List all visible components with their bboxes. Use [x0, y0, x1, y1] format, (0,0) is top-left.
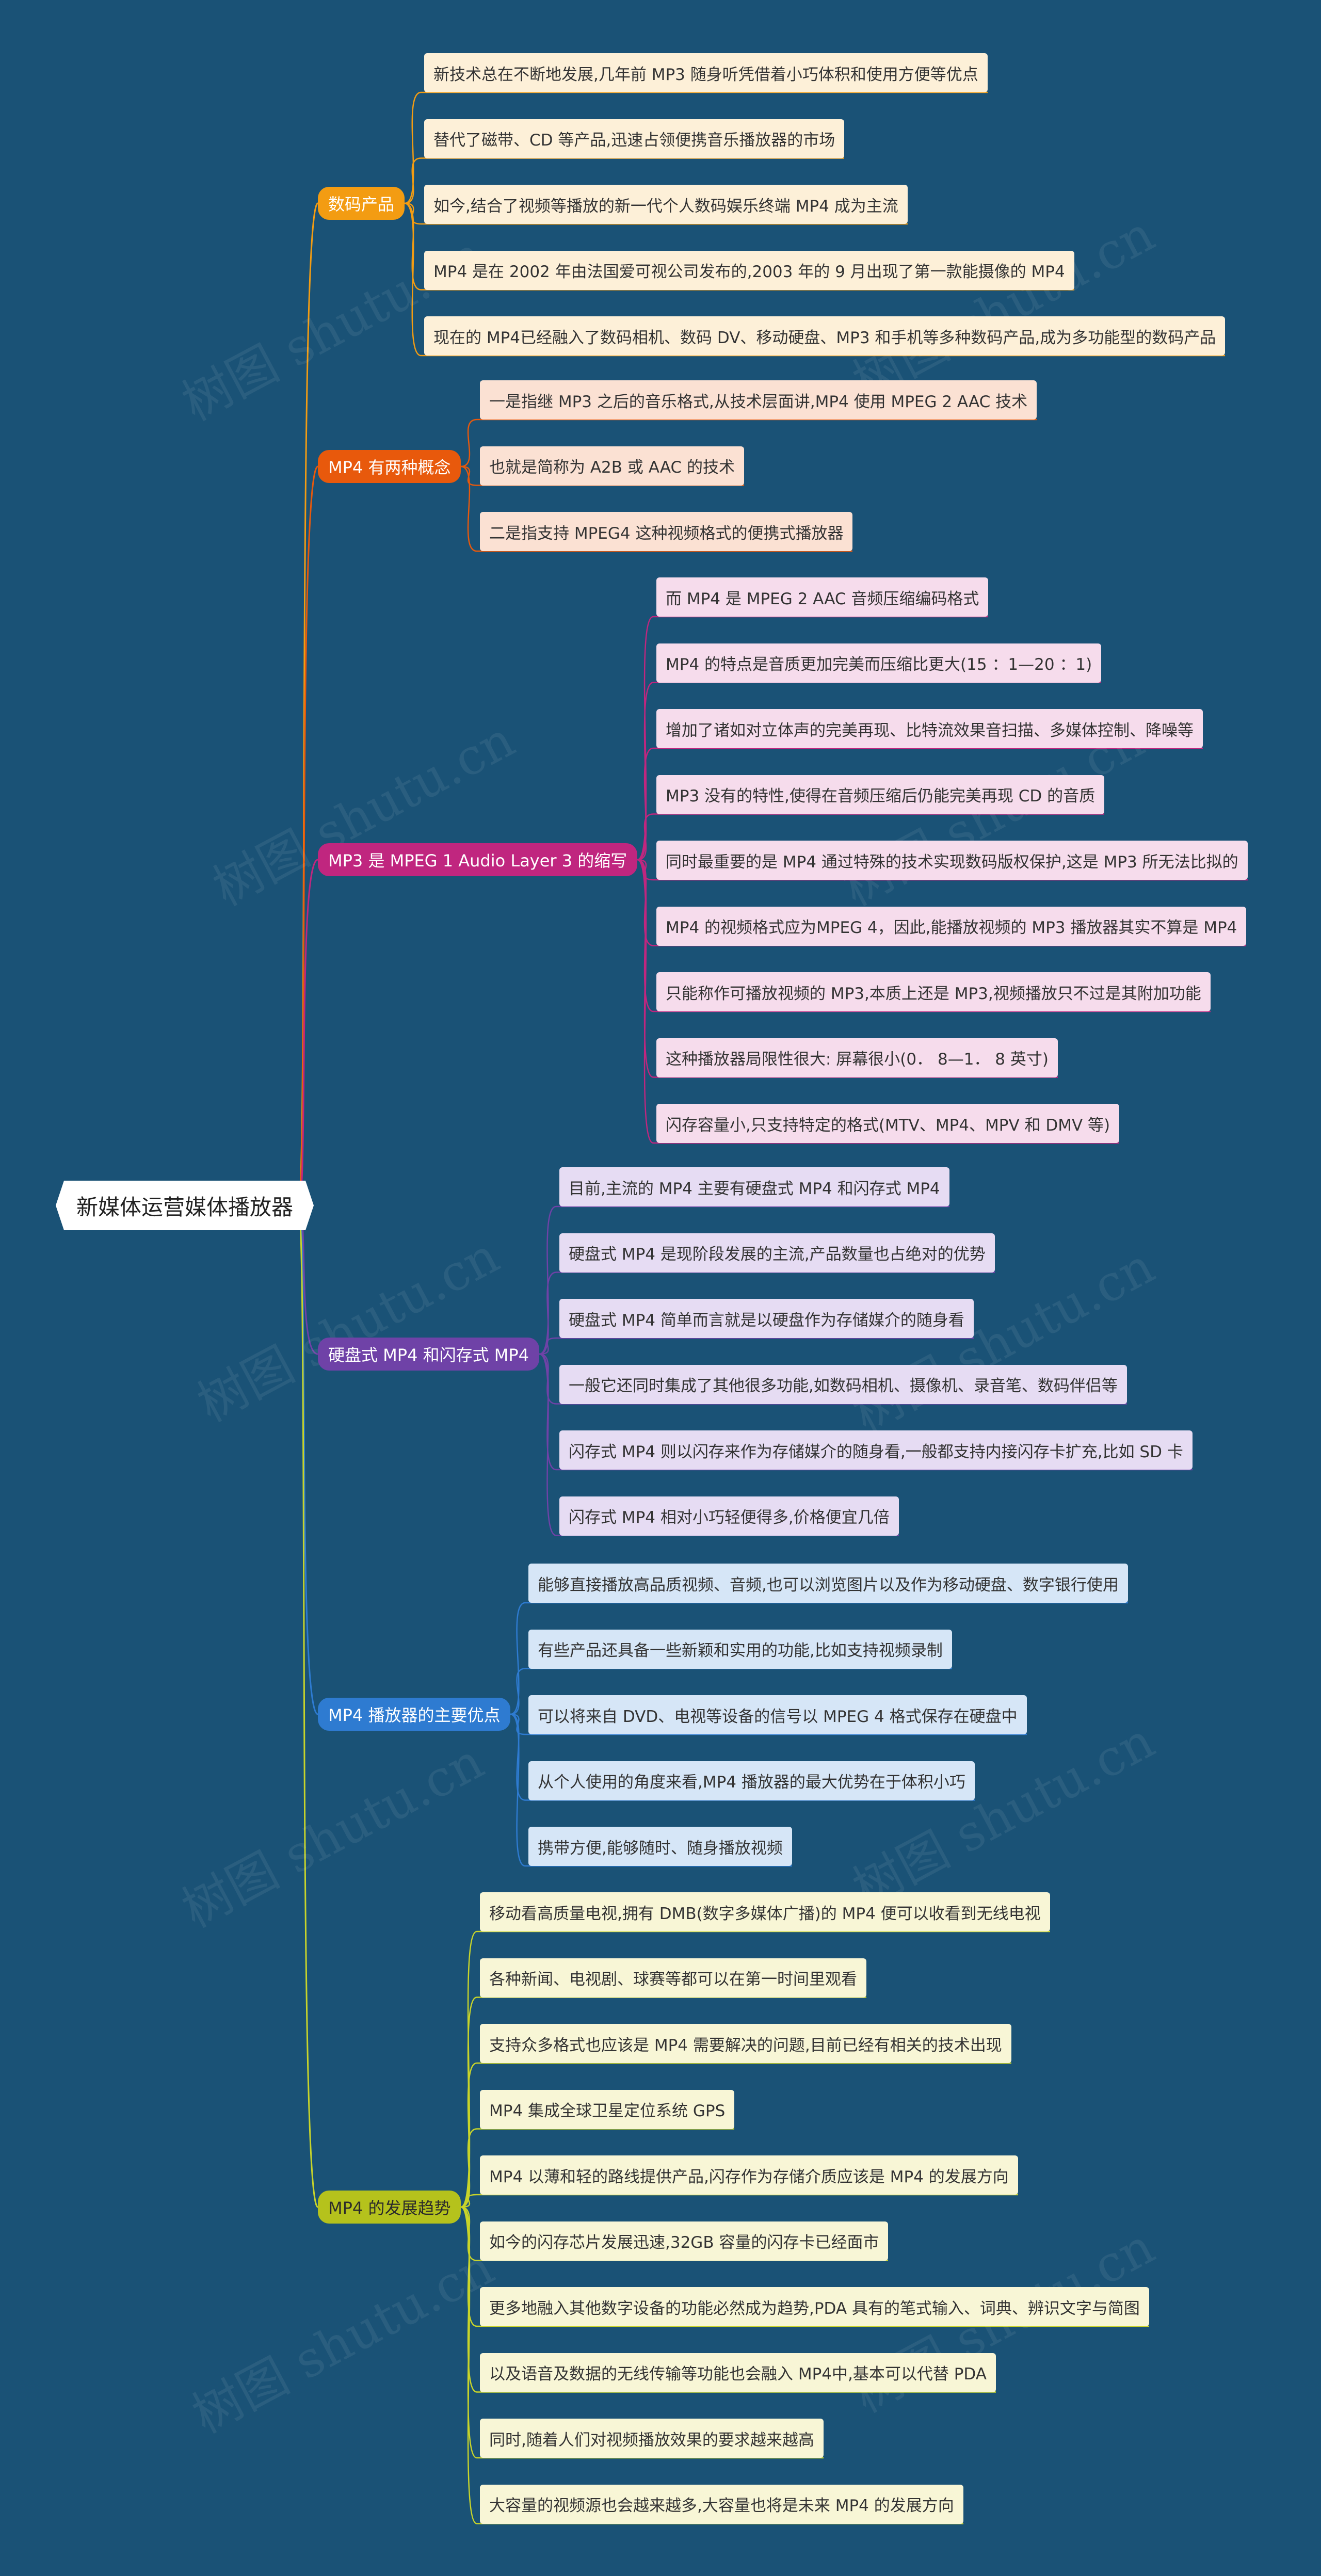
- leaf-node[interactable]: 硬盘式 MP4 简单而言就是以硬盘作为存储媒介的随身看: [559, 1299, 974, 1338]
- connector-line: [404, 202, 422, 357]
- leaf-node[interactable]: 可以将来自 DVD、电视等设备的信号以 MPEG 4 格式保存在硬盘中: [528, 1695, 1027, 1734]
- leaf-node[interactable]: 闪存式 MP4 则以闪存来作为存储媒介的随身看,一般都支持内接闪存卡扩充,比如 …: [559, 1430, 1193, 1470]
- leaf-node[interactable]: 移动看高质量电视,拥有 DMB(数字多媒体广播)的 MP4 便可以收看到无线电视: [480, 1892, 1050, 1931]
- leaf-node[interactable]: MP4 的视频格式应为MPEG 4，因此,能播放视频的 MP3 播放器其实不算是…: [656, 906, 1247, 946]
- connector-line: [539, 1353, 557, 1536]
- connector-line: [460, 418, 477, 468]
- branch-node-4[interactable]: 硬盘式 MP4 和闪存式 MP4: [318, 1338, 540, 1371]
- leaf-node[interactable]: 有些产品还具备一些新颖和实用的功能,比如支持视频录制: [528, 1629, 952, 1669]
- leaf-node[interactable]: 以及语音及数据的无线传输等功能也会融入 MP4中,基本可以代替 PDA: [480, 2353, 996, 2392]
- branch-node-5[interactable]: MP4 播放器的主要优点: [318, 1698, 511, 1731]
- connector-line: [510, 1602, 526, 1715]
- leaf-node[interactable]: 目前,主流的 MP4 主要有硬盘式 MP4 和闪存式 MP4: [559, 1167, 949, 1206]
- connector-line: [460, 2194, 477, 2208]
- connector-line: [297, 1204, 319, 2208]
- connector-line: [460, 1997, 477, 2208]
- leaf-node[interactable]: MP4 的特点是音质更加完美而压缩比更大(15 ：1—20 ：1): [656, 643, 1102, 683]
- connector-line: [510, 1668, 526, 1715]
- connector-line: [297, 202, 319, 1206]
- branch-node-1[interactable]: 数码产品: [318, 187, 405, 220]
- leaf-node[interactable]: 新技术总在不断地发展,几年前 MP3 随身听凭借着小巧体积和使用方便等优点: [424, 53, 988, 92]
- connector-line: [404, 91, 422, 204]
- leaf-node[interactable]: 增加了诸如对立体声的完美再现、比特流效果音扫描、多媒体控制、降噪等: [656, 709, 1203, 748]
- leaf-node[interactable]: 硬盘式 MP4 是现阶段发展的主流,产品数量也占绝对的优势: [559, 1233, 995, 1273]
- leaf-node[interactable]: 也就是简称为 A2B 或 AAC 的技术: [480, 446, 744, 486]
- leaf-node[interactable]: 一般它还同时集成了其他很多功能,如数码相机、摄像机、录音笔、数码伴侣等: [559, 1364, 1127, 1404]
- connector-line: [637, 747, 654, 861]
- leaf-node[interactable]: 闪存容量小,只支持特定的格式(MTV、MP4、MPV 和 DMV 等): [656, 1104, 1120, 1143]
- connector-line: [637, 859, 654, 1144]
- leaf-node[interactable]: MP4 是在 2002 年由法国爱可视公司发布的,2003 年的 9 月出现了第…: [424, 250, 1074, 290]
- leaf-node[interactable]: 支持众多格式也应该是 MP4 需要解决的问题,目前已经有相关的技术出现: [480, 2024, 1011, 2063]
- connector-line: [539, 1271, 557, 1355]
- leaf-node[interactable]: 如今,结合了视频等播放的新一代个人数码娱乐终端 MP4 成为主流: [424, 185, 908, 224]
- branch-node-6[interactable]: MP4 的发展趋势: [318, 2191, 461, 2224]
- leaf-node[interactable]: MP3 没有的特性,使得在音频压缩后仍能完美再现 CD 的音质: [656, 775, 1105, 814]
- leaf-node[interactable]: 从个人使用的角度来看,MP4 播放器的最大优势在于体积小巧: [528, 1761, 975, 1800]
- leaf-node[interactable]: 只能称作可播放视频的 MP3,本质上还是 MP3,视频播放只不过是其附加功能: [656, 972, 1211, 1011]
- leaf-node[interactable]: 大容量的视频源也会越来越多,大容量也将是未来 MP4 的发展方向: [480, 2484, 963, 2524]
- leaf-node[interactable]: MP4 以薄和轻的路线提供产品,闪存作为存储介质应该是 MP4 的发展方向: [480, 2155, 1018, 2195]
- connector-line: [404, 157, 422, 204]
- branch-node-2[interactable]: MP4 有两种概念: [318, 450, 461, 483]
- connector-line: [539, 1205, 557, 1355]
- leaf-node[interactable]: 能够直接播放高品质视频、音频,也可以浏览图片以及作为移动硬盘、数字银行使用: [528, 1564, 1128, 1603]
- leaf-node[interactable]: 更多地融入其他数字设备的功能必然成为趋势,PDA 具有的笔式输入、词典、辨识文字…: [480, 2287, 1149, 2326]
- leaf-node[interactable]: 现在的 MP4已经融入了数码相机、数码 DV、移动硬盘、MP3 和手机等多种数码…: [424, 316, 1226, 356]
- leaf-node[interactable]: 一是指继 MP3 之后的音乐格式,从技术层面讲,MP4 使用 MPEG 2 AA…: [480, 380, 1037, 420]
- leaf-node[interactable]: 二是指支持 MPEG4 这种视频格式的便携式播放器: [480, 512, 853, 551]
- leaf-node[interactable]: 这种播放器局限性很大: 屏幕很小(0． 8—1． 8 英寸): [656, 1038, 1058, 1077]
- connector-line: [460, 2062, 477, 2208]
- leaf-node[interactable]: 而 MP4 是 MPEG 2 AAC 音频压缩编码格式: [656, 577, 989, 617]
- leaf-node[interactable]: MP4 集成全球卫星定位系统 GPS: [480, 2089, 735, 2129]
- connector-line: [460, 2206, 477, 2524]
- connector-line: [460, 2128, 477, 2208]
- leaf-node[interactable]: 闪存式 MP4 相对小巧轻便得多,价格便宜几倍: [559, 1496, 899, 1536]
- leaf-node[interactable]: 同时,随着人们对视频播放效果的要求越来越高: [480, 2419, 824, 2458]
- leaf-node[interactable]: 同时最重要的是 MP4 通过特殊的技术实现数码版权保护,这是 MP3 所无法比拟…: [656, 841, 1248, 880]
- connector-line: [510, 1713, 526, 1867]
- connector-line: [460, 465, 477, 552]
- connector-line: [510, 1713, 526, 1801]
- connector-line: [539, 1337, 557, 1355]
- leaf-node[interactable]: 替代了磁带、CD 等产品,迅速占领便携音乐播放器的市场: [424, 119, 845, 158]
- branch-node-3[interactable]: MP3 是 MPEG 1 Audio Layer 3 的缩写: [318, 843, 638, 876]
- root-node[interactable]: 新媒体运营媒体播放器: [56, 1181, 314, 1230]
- leaf-node[interactable]: 携带方便,能够随时、随身播放视频: [528, 1827, 792, 1866]
- connector-line: [637, 813, 654, 861]
- leaf-node[interactable]: 如今的闪存芯片发展迅速,32GB 容量的闪存卡已经面市: [480, 2221, 889, 2261]
- leaf-node[interactable]: 各种新闻、电视剧、球赛等都可以在第一时间里观看: [480, 1958, 866, 1998]
- connector-line: [297, 465, 319, 1206]
